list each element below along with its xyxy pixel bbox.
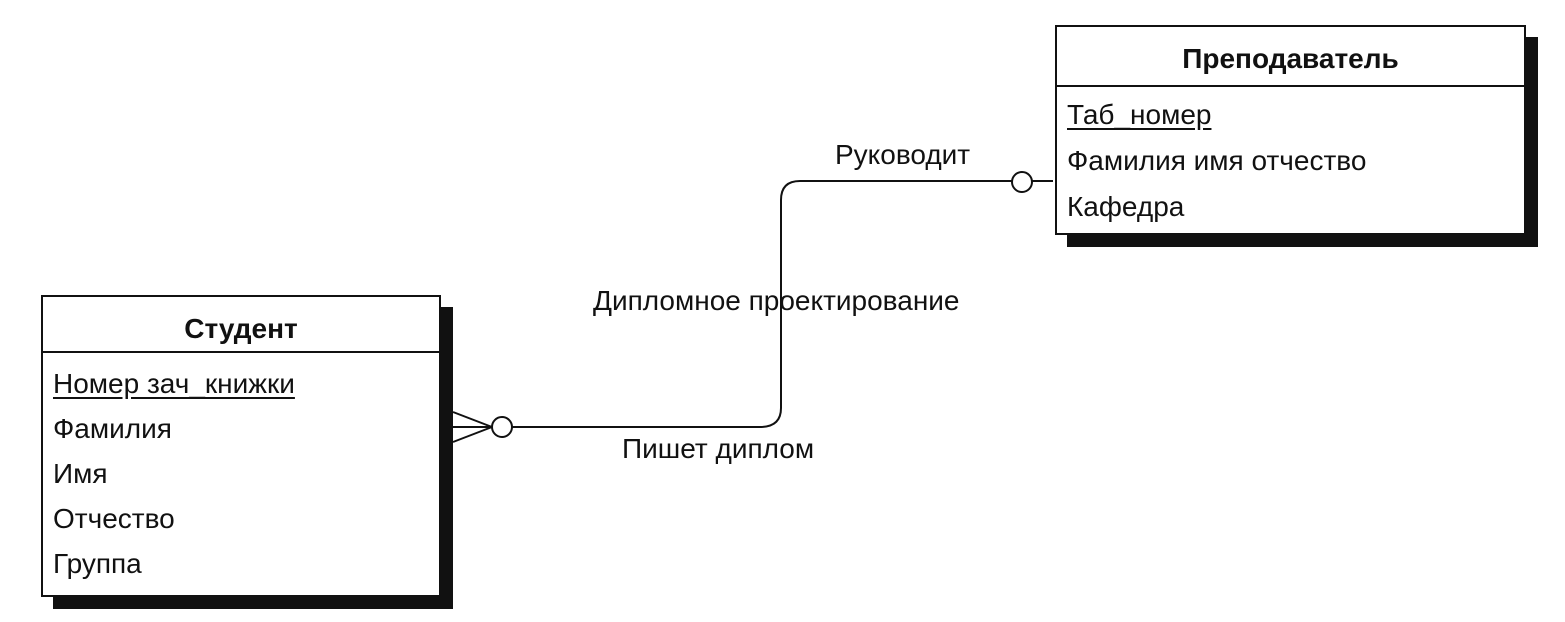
relationship-line[interactable] (512, 180, 1053, 428)
relationship-teacher-role-label: Руководит (835, 139, 971, 170)
relationship-student-role-label: Пишет диплом (622, 433, 815, 464)
relationship-name-label: Дипломное проектирование (593, 285, 960, 316)
entity-student-attr-record-book-number: Номер зач_книжки (53, 368, 295, 399)
entity-teacher-attr-full-name: Фамилия имя отчество (1067, 145, 1367, 176)
entity-teacher-attr-department: Кафедра (1067, 191, 1185, 222)
entity-student-title: Студент (43, 297, 439, 353)
teacher-end-zero-optional-icon (1011, 171, 1033, 193)
student-end-zero-optional-icon (491, 416, 513, 438)
entity-student-attr-first-name: Имя (53, 458, 108, 489)
entity-student[interactable]: Студент Номер зач_книжки Фамилия Имя Отч… (41, 295, 441, 597)
entity-teacher[interactable]: Преподаватель Таб_номер Фамилия имя отче… (1055, 25, 1526, 235)
entity-teacher-attr-tab-number: Таб_номер (1067, 99, 1212, 130)
entity-student-attr-last-name: Фамилия (53, 413, 172, 444)
student-end-crows-foot-icon (452, 411, 493, 443)
entity-student-attr-group: Группа (53, 548, 142, 579)
entity-student-attr-patronymic: Отчество (53, 503, 175, 534)
entity-teacher-title: Преподаватель (1057, 27, 1524, 87)
